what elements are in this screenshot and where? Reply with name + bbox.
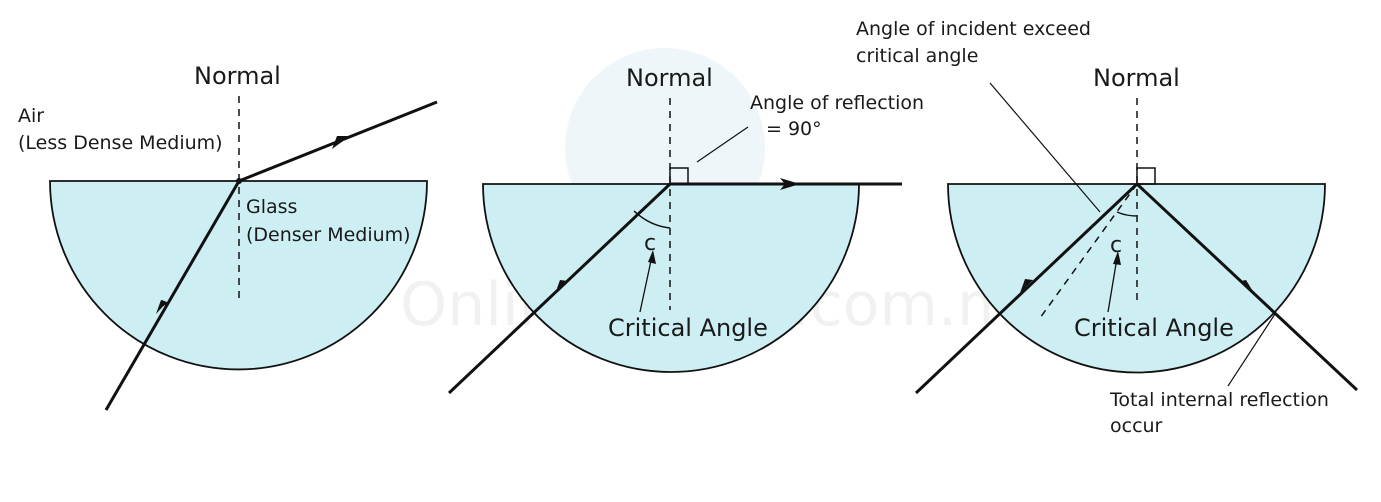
- critical-angle-label: Critical Angle: [608, 314, 768, 342]
- diagram-critical-angle: Normal Angle of reflection = 90° c Criti…: [447, 64, 924, 395]
- reflection-angle-value: = 90°: [766, 118, 822, 140]
- normal-label: Normal: [1093, 64, 1180, 92]
- arrow-head: [780, 178, 800, 190]
- glass-semicircle: [49, 180, 428, 371]
- arrow-head: [1241, 280, 1254, 293]
- glass-medium-label: (Denser Medium): [246, 224, 411, 246]
- exceed-label-line2: critical angle: [856, 45, 978, 67]
- callout-line: [1227, 313, 1276, 387]
- arrow-head: [332, 136, 350, 149]
- point-of-incidence: [236, 178, 242, 184]
- right-angle-marker: [1136, 167, 1156, 185]
- tir-label-line2: occur: [1110, 415, 1163, 437]
- critical-ray-dashed: [1039, 183, 1138, 319]
- air-label: Air: [18, 105, 44, 127]
- right-angle-marker: [669, 167, 689, 185]
- pointer-line: [639, 255, 653, 313]
- arrow-head: [555, 280, 568, 294]
- air-medium-label: (Less Dense Medium): [18, 132, 223, 154]
- exceed-label: Angle of incident exceed: [856, 18, 1091, 40]
- normal-label: Normal: [194, 62, 281, 90]
- angle-c-symbol: c: [644, 231, 656, 256]
- tir-label: Total internal reflection: [1109, 389, 1329, 411]
- diagram-total-internal-reflection: Normal Angle of incident exceed critical…: [856, 18, 1359, 437]
- angle-c-symbol: c: [1110, 233, 1122, 258]
- callout-line: [989, 82, 1101, 213]
- glass-label: Glass: [246, 196, 297, 218]
- normal-label: Normal: [626, 64, 713, 92]
- pointer-line: [1107, 257, 1118, 313]
- arrow-head: [1113, 251, 1121, 265]
- reflection-angle-label: Angle of reflection: [750, 92, 924, 114]
- angle-arc: [633, 210, 671, 229]
- callout-line: [696, 126, 749, 163]
- arrow-head: [156, 300, 167, 314]
- glass-semicircle: [947, 183, 1326, 374]
- glass-semicircle: [482, 183, 860, 373]
- reflected-ray: [1135, 182, 1359, 392]
- diagram-refraction: Normal Air (Less Dense Medium) Glass (De…: [18, 62, 438, 411]
- incident-ray: [914, 182, 1139, 395]
- incident-ray: [104, 180, 241, 411]
- angle-arc: [1116, 211, 1138, 217]
- critical-angle-label: Critical Angle: [1074, 314, 1234, 342]
- arrow-head: [648, 250, 656, 264]
- arrow-head: [1020, 279, 1033, 293]
